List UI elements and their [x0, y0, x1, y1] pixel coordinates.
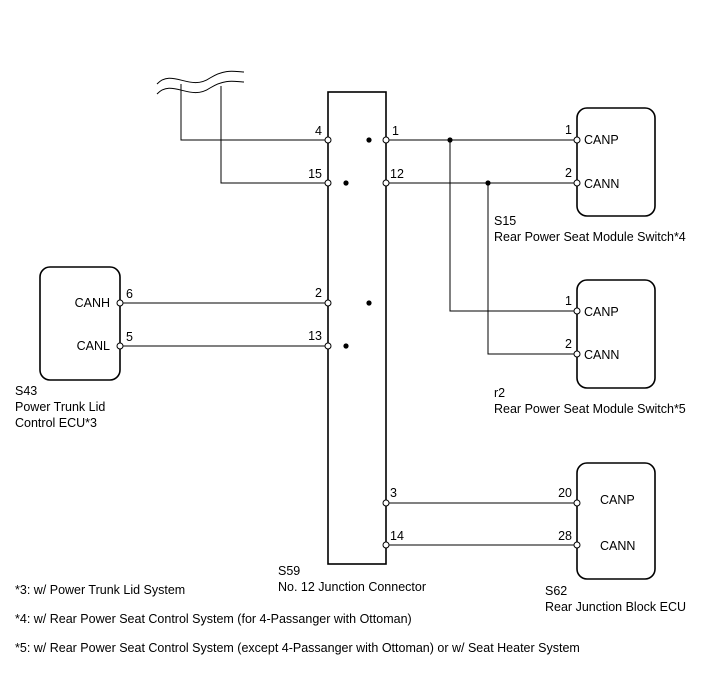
- pin-markers: [116, 136, 581, 549]
- s59-pin-14: 14: [390, 529, 404, 543]
- s62-label-canp: CANP: [600, 493, 635, 507]
- s59-pin-3: 3: [390, 486, 397, 500]
- s15-name: Rear Power Seat Module Switch*4: [494, 230, 686, 244]
- s62-label-cann: CANN: [600, 539, 635, 553]
- wire-canp-r2: [449, 140, 577, 312]
- s43-pin-5: 5: [126, 330, 133, 344]
- ecu-s62-box: [576, 462, 656, 580]
- s43-code: S43: [15, 384, 37, 398]
- s15-pin-2: 2: [565, 166, 572, 180]
- r2-label-cann: CANN: [584, 348, 619, 362]
- s15-label-cann: CANN: [584, 177, 619, 191]
- s43-name-line2: Control ECU*3: [15, 416, 97, 430]
- s59-pin-13: 13: [308, 329, 322, 343]
- s15-label-canp: CANP: [584, 133, 619, 147]
- s59-pin-1: 1: [392, 124, 399, 138]
- r2-code: r2: [494, 386, 505, 400]
- footnote-4: *4: w/ Rear Power Seat Control System (f…: [15, 612, 412, 626]
- s62-code: S62: [545, 584, 567, 598]
- wire-cann-r2: [487, 183, 577, 355]
- s15-pin-1: 1: [565, 123, 572, 137]
- s59-pin-2: 2: [315, 286, 322, 300]
- s43-label-canh: CANH: [75, 296, 110, 310]
- wire-break-symbol: [156, 70, 245, 85]
- junction-dots: [343, 137, 491, 349]
- footnote-3: *3: w/ Power Trunk Lid System: [15, 583, 185, 597]
- footnote-5: *5: w/ Rear Power Seat Control System (e…: [15, 641, 580, 655]
- s62-pin-28: 28: [558, 529, 572, 543]
- wire-in-15: [220, 86, 328, 184]
- s62-pin-20: 20: [558, 486, 572, 500]
- r2-pin-2: 2: [565, 337, 572, 351]
- switch-s15-box: [576, 107, 656, 217]
- s43-label-canl: CANL: [77, 339, 110, 353]
- r2-label-canp: CANP: [584, 305, 619, 319]
- s59-code: S59: [278, 564, 300, 578]
- s62-name: Rear Junction Block ECU: [545, 600, 686, 614]
- ecu-s43-box: [39, 266, 121, 381]
- s43-pin-6: 6: [126, 287, 133, 301]
- s59-name: No. 12 Junction Connector: [278, 580, 426, 594]
- wire-break-symbol-2: [156, 80, 245, 95]
- junction-connector-s59: [327, 91, 387, 565]
- s59-pin-12: 12: [390, 167, 404, 181]
- switch-r2-box: [576, 279, 656, 389]
- s43-name-line1: Power Trunk Lid: [15, 400, 105, 414]
- wire-in-4: [180, 84, 328, 141]
- s59-pin-4: 4: [315, 124, 322, 138]
- r2-pin-1: 1: [565, 294, 572, 308]
- s15-code: S15: [494, 214, 516, 228]
- r2-name: Rear Power Seat Module Switch*5: [494, 402, 686, 416]
- s59-pin-15: 15: [308, 167, 322, 181]
